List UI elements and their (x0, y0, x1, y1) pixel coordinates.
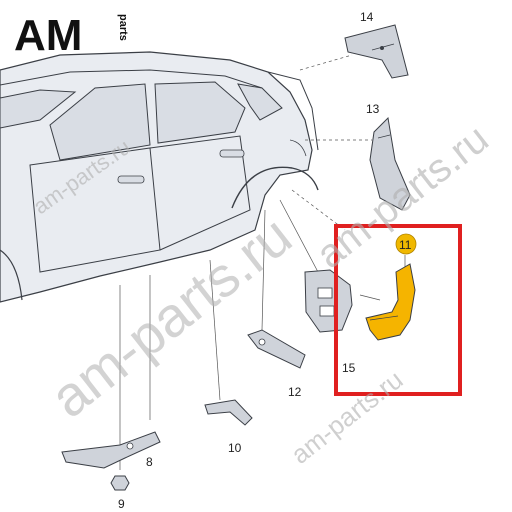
part-11-mudflap[interactable] (365, 263, 416, 341)
highlight-frame (334, 224, 462, 396)
part-8-bracket[interactable] (61, 431, 161, 469)
part-labels: 14 13 11 15 12 10 8 9 (118, 10, 417, 511)
part-15-bracket[interactable] (304, 269, 353, 333)
leader-lines (119, 54, 406, 470)
car-body (0, 51, 319, 303)
part-label-8: 8 (146, 455, 153, 469)
watermark-4: am-parts.ru (285, 364, 408, 469)
part-badge-11 (395, 233, 417, 255)
part-label-15: 15 (342, 361, 356, 375)
logo-main: AM (14, 11, 82, 60)
part-label-9: 9 (118, 497, 125, 511)
part-13-panel[interactable] (369, 116, 411, 211)
part-label-10: 10 (228, 441, 242, 455)
part-9-nut[interactable] (110, 475, 130, 491)
part-10-strip[interactable] (204, 399, 253, 426)
part-label-11: 11 (399, 238, 412, 252)
part-14-bracket[interactable] (344, 24, 409, 79)
part-label-13: 13 (366, 102, 380, 116)
part-12-strip[interactable] (247, 329, 306, 369)
logo-side: parts (117, 14, 129, 41)
am-parts-logo: AM parts (14, 11, 129, 60)
part-label-14: 14 (360, 10, 374, 24)
part-label-12: 12 (288, 385, 302, 399)
